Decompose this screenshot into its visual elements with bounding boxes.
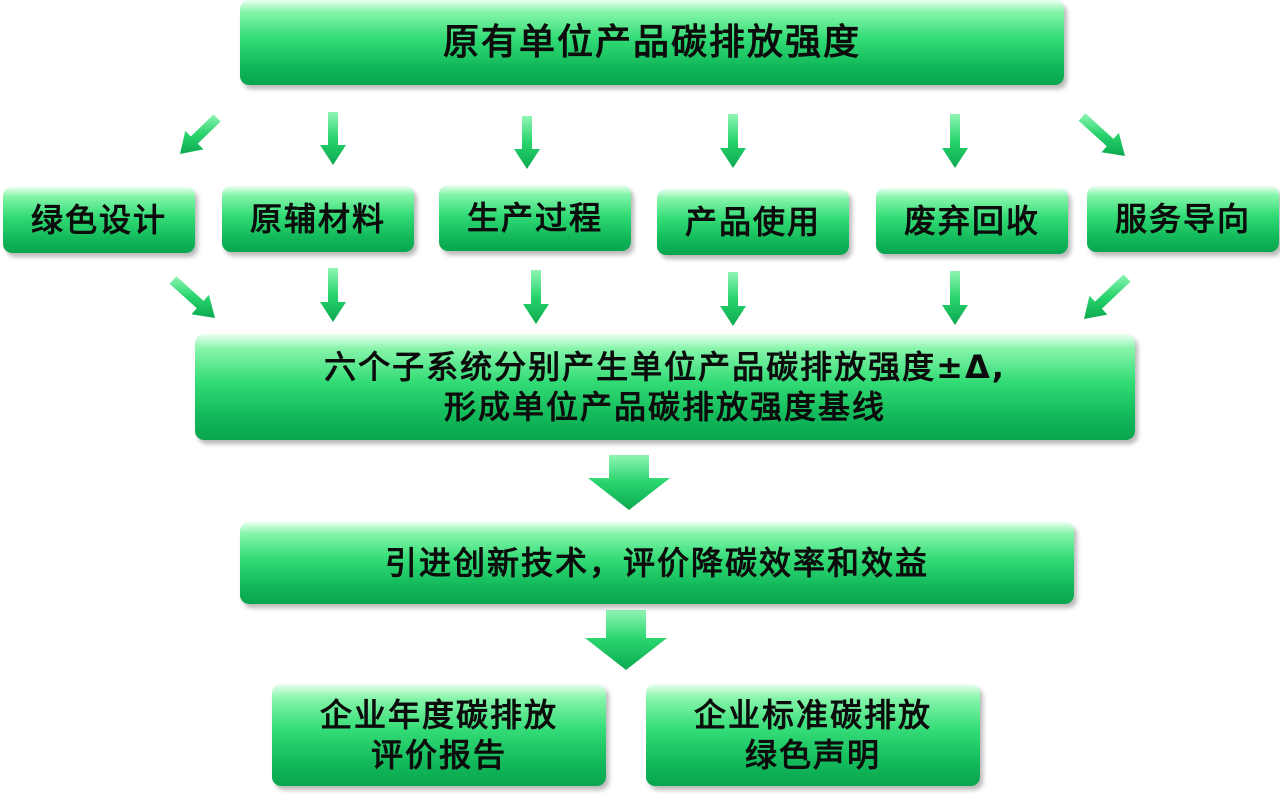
arrow-top-to-recycling xyxy=(942,114,968,168)
arrow-top-to-production xyxy=(514,116,540,169)
subsystem-label: 原辅材料 xyxy=(249,200,386,238)
subsystem-box-materials: 原辅材料 xyxy=(222,186,414,252)
top-box: 原有单位产品碳排放强度 xyxy=(240,0,1064,85)
arrow-green-design-to-baseline xyxy=(169,276,215,318)
arrow-product-use-to-baseline xyxy=(720,272,746,326)
subsystem-label: 生产过程 xyxy=(466,199,603,237)
arrow-recycling-to-baseline xyxy=(942,271,968,325)
arrow-top-to-product-use xyxy=(720,114,746,168)
subsystem-label: 服务导向 xyxy=(1114,200,1251,238)
output-line-2: 评价报告 xyxy=(370,736,507,774)
subsystem-box-production: 生产过程 xyxy=(439,185,631,251)
arrow-top-to-materials xyxy=(320,112,346,165)
subsystem-label: 废弃回收 xyxy=(903,202,1040,240)
arrow-service-to-baseline xyxy=(1084,274,1131,319)
innovation-box: 引进创新技术，评价降碳效率和效益 xyxy=(240,522,1074,604)
subsystem-label: 产品使用 xyxy=(684,203,821,241)
output-box-annual-report: 企业年度碳排放 评价报告 xyxy=(272,684,606,786)
arrow-innovation-to-outputs xyxy=(585,610,667,670)
baseline-line-2: 形成单位产品碳排放强度基线 xyxy=(443,388,886,426)
subsystem-label: 绿色设计 xyxy=(30,201,167,239)
top-box-label: 原有单位产品碳排放强度 xyxy=(442,22,861,63)
subsystem-box-product-use: 产品使用 xyxy=(657,189,849,255)
arrow-top-to-service xyxy=(1078,113,1125,156)
subsystem-box-service: 服务导向 xyxy=(1087,186,1279,252)
arrow-materials-to-baseline xyxy=(320,268,346,322)
arrow-top-to-green-design xyxy=(180,114,221,154)
output-line-1: 企业年度碳排放 xyxy=(319,696,558,734)
output-box-green-statement: 企业标准碳排放 绿色声明 xyxy=(646,684,980,786)
baseline-line-1: 六个子系统分别产生单位产品碳排放强度±Δ, xyxy=(324,348,1006,386)
subsystem-box-recycling: 废弃回收 xyxy=(876,188,1068,254)
innovation-label: 引进创新技术，评价降碳效率和效益 xyxy=(384,544,929,582)
arrow-production-to-baseline xyxy=(523,270,549,324)
output-line-1: 企业标准碳排放 xyxy=(693,696,932,734)
subsystem-box-green-design: 绿色设计 xyxy=(3,187,195,253)
arrow-baseline-to-innovation xyxy=(588,455,670,510)
output-line-2: 绿色声明 xyxy=(744,736,881,774)
baseline-box: 六个子系统分别产生单位产品碳排放强度±Δ, 形成单位产品碳排放强度基线 xyxy=(195,334,1135,440)
